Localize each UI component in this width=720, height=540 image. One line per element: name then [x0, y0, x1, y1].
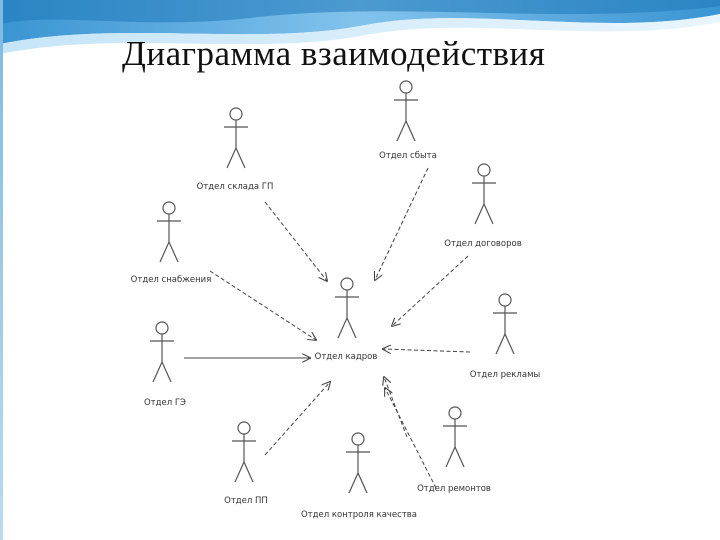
- actor-label-pp: Отдел ПП: [224, 496, 268, 506]
- actor-snab: Отдел снабжения: [131, 201, 212, 285]
- link-sbyt-to-kadry: [375, 167, 429, 280]
- actor-figure-stroke: [483, 203, 494, 225]
- actor-head-icon: [351, 432, 365, 446]
- actors-layer: Отдел кадров Отдел склада ГП Отдел сбытаОт…: [131, 80, 540, 520]
- actor-figure-stroke: [396, 120, 407, 142]
- link-sklad-to-kadry: [264, 201, 327, 281]
- actor-figure-stroke: [161, 361, 172, 383]
- link-kontrol-to-kadry: [384, 377, 408, 438]
- left-border: [0, 0, 3, 540]
- actor-label-ge: Отдел ГЭ: [144, 398, 186, 408]
- actor-label-remont: Отдел ремонтов: [417, 484, 491, 494]
- actor-kontrol: Отдел контроля качества: [301, 432, 417, 520]
- actor-figure-stroke: [346, 317, 357, 339]
- actor-kadry: Отдел кадров: [315, 277, 378, 362]
- link-snab-to-kadry: [209, 270, 316, 340]
- actor-figure-stroke: [405, 120, 416, 142]
- actor-figure-stroke: [235, 147, 246, 169]
- actor-label-sbyt: Отдел сбыта: [379, 151, 437, 161]
- actor-ge: Отдел ГЭ: [144, 321, 186, 408]
- actor-head-icon: [155, 321, 169, 335]
- actor-head-icon: [229, 107, 243, 121]
- slide-title: Диаграмма взаимодействия: [122, 34, 546, 73]
- links-layer: [184, 167, 471, 489]
- actor-label-kontrol: Отдел контроля качества: [301, 510, 417, 520]
- actor-dogovor: Отдел договоров: [444, 163, 522, 249]
- actor-figure-stroke: [445, 446, 456, 468]
- actor-figure-stroke: [168, 241, 179, 263]
- actor-figure-stroke: [243, 461, 254, 483]
- actor-reklama: Отдел рекламы: [470, 293, 540, 380]
- actor-figure-stroke: [152, 361, 163, 383]
- actor-head-icon: [340, 277, 354, 291]
- actor-figure-stroke: [454, 446, 465, 468]
- actor-head-icon: [237, 421, 251, 435]
- actor-figure-stroke: [504, 333, 515, 355]
- actor-figure-stroke: [357, 472, 368, 494]
- actor-pp: Отдел ПП: [224, 421, 268, 506]
- actor-label-reklama: Отдел рекламы: [470, 370, 540, 380]
- actor-head-icon: [477, 163, 491, 177]
- actor-remont: Отдел ремонтов: [417, 406, 491, 494]
- actor-figure-stroke: [337, 317, 348, 339]
- actor-head-icon: [448, 406, 462, 420]
- actor-sklad: Отдел склада ГП: [197, 107, 274, 192]
- header-wave-decoration: [0, 0, 720, 54]
- actor-label-dogovor: Отдел договоров: [444, 239, 521, 249]
- link-dogovor-to-kadry: [392, 255, 469, 326]
- actor-label-kadry: Отдел кадров: [315, 352, 378, 362]
- actor-figure-stroke: [159, 241, 170, 263]
- actor-head-icon: [498, 293, 512, 307]
- actor-figure-stroke: [348, 472, 359, 494]
- link-reklama-to-kadry: [383, 349, 471, 352]
- actor-figure-stroke: [474, 203, 485, 225]
- actor-head-icon: [162, 201, 176, 215]
- actor-figure-stroke: [495, 333, 506, 355]
- actor-sbyt: Отдел сбыта: [379, 80, 437, 161]
- actor-label-sklad: Отдел склада ГП: [197, 182, 274, 192]
- actor-head-icon: [399, 80, 413, 94]
- actor-figure-stroke: [226, 147, 237, 169]
- actor-label-snab: Отдел снабжения: [131, 275, 212, 285]
- link-pp-to-kadry: [264, 382, 330, 456]
- actor-figure-stroke: [234, 461, 245, 483]
- link-remont-to-kadry: [385, 388, 437, 489]
